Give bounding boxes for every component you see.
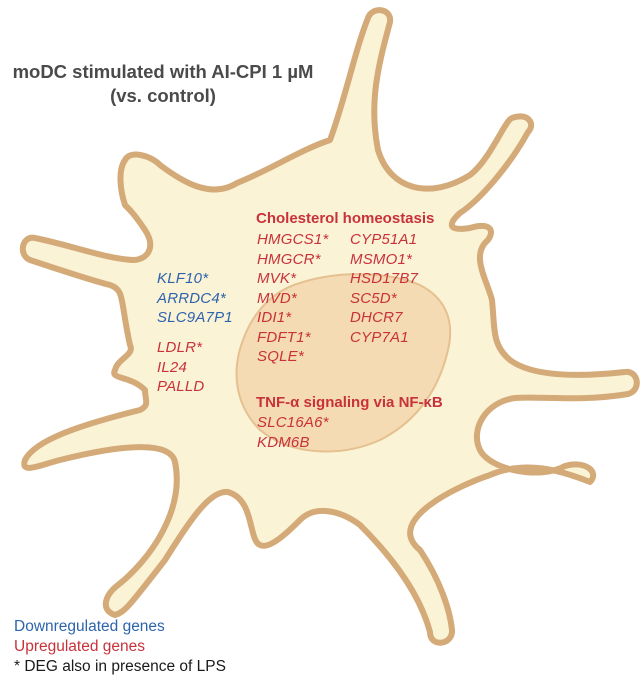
gene-label: HSD17B7	[350, 270, 419, 287]
gene-label: LDLR*	[157, 339, 203, 356]
legend-upregulated: Upregulated genes	[14, 638, 145, 655]
gene-label: PALLD	[157, 378, 205, 395]
gene-label: DHCR7	[350, 309, 403, 326]
legend-downregulated: Downregulated genes	[14, 618, 165, 635]
gene-label: KLF10*	[157, 270, 209, 287]
gene-label: MVK*	[257, 270, 297, 287]
gene-label: HMGCS1*	[257, 231, 329, 248]
figure-title-line1: moDC stimulated with AI-CPI 1 µM	[12, 61, 314, 82]
gene-label: KDM6B	[257, 433, 310, 451]
left-upregulated-list: LDLR* IL24 PALLD	[157, 338, 204, 397]
gene-label: CYP51A1	[350, 231, 418, 248]
legend-deg-note: * DEG also in presence of LPS	[14, 658, 226, 675]
gene-label: SLC16A6*	[257, 414, 329, 431]
gene-label: HMGCR*	[257, 250, 321, 268]
gene-label: SC5D*	[350, 289, 397, 307]
left-downregulated-list: KLF10* ARRDC4* SLC9A7P1	[157, 269, 233, 328]
gene-label: SQLE*	[257, 348, 304, 365]
gene-label: ARRDC4*	[157, 289, 226, 307]
tnf-heading: TNF-α signaling via NF-κB	[256, 394, 443, 411]
nucleus	[235, 273, 452, 453]
gene-label: IDI1*	[257, 309, 292, 326]
gene-label: MVD*	[257, 289, 297, 307]
cholesterol-col1: HMGCS1* HMGCR* MVK* MVD* IDI1* FDFT1* SQ…	[257, 230, 328, 367]
cholesterol-heading: Cholesterol homeostasis	[256, 210, 435, 227]
cholesterol-col2: CYP51A1 MSMO1* HSD17B7 SC5D* DHCR7 CYP7A…	[350, 230, 418, 347]
gene-label: IL24	[157, 358, 187, 376]
tnf-gene-list: SLC16A6* KDM6B	[257, 413, 329, 452]
gene-label: MSMO1*	[350, 250, 413, 268]
gene-label: SLC9A7P1	[157, 309, 233, 326]
figure-title-line2: (vs. control)	[110, 85, 216, 106]
gene-label: FDFT1*	[257, 328, 311, 346]
gene-label: CYP7A1	[350, 328, 409, 346]
